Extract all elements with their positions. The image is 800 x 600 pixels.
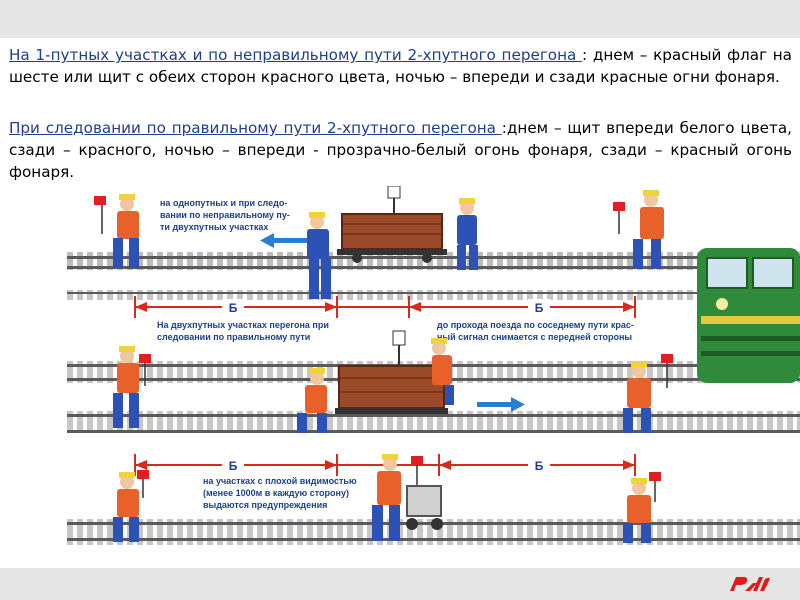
- caption-top-line-3: ти двухпутных участках: [160, 222, 268, 232]
- paragraph-double-track-heading: При следовании по правильному пути 2-хпу…: [9, 119, 502, 137]
- caption-bottom-line-1: на участках с плохой видимостью: [203, 476, 357, 486]
- caption-top-line-2: вании по неправильному пу-: [160, 210, 290, 220]
- locomotive-icon: [697, 248, 800, 383]
- caption-mid-right-line-1: до прохода поезда по соседнему пути крас…: [437, 320, 634, 330]
- cart-row-2: [335, 330, 448, 414]
- distance-label-row-3-left: Б: [229, 459, 238, 473]
- worker-with-flag-right-row-3: [623, 472, 661, 543]
- caption-bottom-line-3: выдаются предупреждения: [203, 500, 327, 510]
- bottom-bar: [0, 568, 800, 600]
- worker-with-flag-right-row-1: [613, 190, 664, 269]
- caption-bottom: на участках с плохой видимостью (менее 1…: [203, 476, 357, 510]
- track-row-1: [67, 252, 800, 300]
- caption-top: на однопутных и при следо- вании по непр…: [160, 198, 290, 232]
- caption-mid-left-line-1: На двухпутных участках перегона при: [157, 320, 329, 330]
- rzd-logo: [730, 577, 770, 591]
- caption-top-line-1: на однопутных и при следо-: [160, 198, 287, 208]
- track-illustration: на однопутных и при следо- вании по непр…: [67, 186, 800, 545]
- paragraph-single-track-body: : днем – красный флаг на шесте или щит с…: [9, 46, 792, 86]
- worker-with-flag-left-row-3: [113, 470, 149, 542]
- caption-bottom-line-2: (менее 1000м в каждую сторону): [203, 488, 349, 498]
- caption-mid-left: На двухпутных участках перегона при след…: [157, 320, 329, 342]
- distance-label-row-1-left: Б: [229, 301, 238, 315]
- worker-with-trolley-row-3: [372, 454, 443, 541]
- caption-mid-right: до прохода поезда по соседнему пути крас…: [437, 320, 634, 342]
- paragraph-double-track-body: :днем – щит впереди белого цвета, сзади …: [9, 119, 792, 181]
- worker-with-flag-left-row-2: [113, 346, 151, 428]
- paragraph-double-track: При следовании по правильному пути 2-хпу…: [9, 117, 792, 183]
- distance-label-row-1-right: Б: [535, 301, 544, 315]
- caption-mid-left-line-2: следовании по правильному пути: [157, 332, 310, 342]
- paragraph-single-track-heading: На 1-путных участках и по неправильному …: [9, 46, 583, 64]
- distance-line-row-1: [134, 296, 636, 318]
- worker-pushing-row-2: [297, 338, 454, 433]
- worker-with-flag-right-row-2: [623, 354, 673, 433]
- paragraph-single-track: На 1-путных участках и по неправильному …: [9, 44, 792, 88]
- blue-arrow-left: [260, 233, 308, 248]
- blue-arrow-right: [477, 397, 525, 412]
- worker-with-flag-left-row-1: [94, 194, 139, 268]
- worker-pushing-row-1: [307, 198, 478, 299]
- caption-mid-right-line-2: ный сигнал снимается с передней стороны: [437, 332, 632, 342]
- distance-label-row-3-right: Б: [535, 459, 544, 473]
- top-bar: [0, 0, 800, 38]
- cart-row-1: [337, 186, 447, 263]
